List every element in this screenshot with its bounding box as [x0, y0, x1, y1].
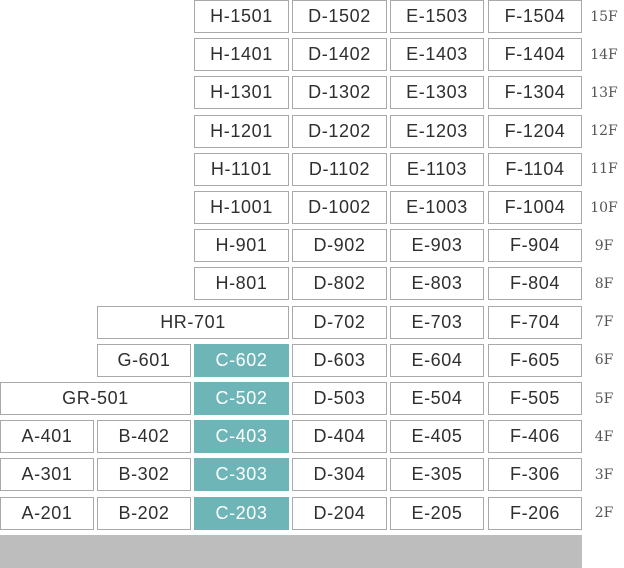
floor-label: 13F — [590, 84, 618, 101]
unit-f-206[interactable]: F-206 — [488, 496, 582, 530]
unit-h-801[interactable]: H-801 — [194, 267, 289, 301]
unit-h-1301[interactable]: H-1301 — [194, 76, 289, 110]
ground-base — [0, 535, 582, 568]
unit-f-704[interactable]: F-704 — [488, 305, 582, 339]
unit-d-1002[interactable]: D-1002 — [292, 191, 387, 224]
unit-d-1202[interactable]: D-1202 — [292, 114, 387, 148]
unit-d-1302[interactable]: D-1302 — [292, 76, 387, 110]
floor-label: 6F — [594, 352, 614, 369]
unit-d-1502[interactable]: D-1502 — [292, 0, 387, 33]
unit-f-904[interactable]: F-904 — [488, 229, 582, 263]
floor-label: 4F — [594, 428, 614, 445]
unit-d-603[interactable]: D-603 — [292, 343, 387, 377]
unit-f-1504[interactable]: F-1504 — [488, 0, 582, 33]
floor-label: 14F — [590, 46, 618, 63]
floor-label: 11F — [590, 161, 618, 178]
floor-label: 15F — [590, 8, 618, 25]
unit-b-202[interactable]: B-202 — [97, 496, 191, 530]
unit-f-1104[interactable]: F-1104 — [488, 152, 582, 186]
unit-e-803[interactable]: E-803 — [390, 267, 484, 301]
unit-e-604[interactable]: E-604 — [390, 343, 484, 377]
unit-e-305[interactable]: E-305 — [390, 458, 484, 492]
floor-label: 2F — [594, 505, 614, 522]
unit-b-302[interactable]: B-302 — [97, 458, 191, 492]
unit-f-505[interactable]: F-505 — [488, 382, 582, 415]
unit-d-1402[interactable]: D-1402 — [292, 38, 387, 72]
unit-d-702[interactable]: D-702 — [292, 305, 387, 339]
floor-label: 7F — [594, 314, 614, 331]
unit-e-1303[interactable]: E-1303 — [390, 76, 484, 110]
unit-f-1004[interactable]: F-1004 — [488, 191, 582, 224]
unit-h-901[interactable]: H-901 — [194, 229, 289, 263]
unit-e-205[interactable]: E-205 — [390, 496, 484, 530]
unit-c-203[interactable]: C-203 — [194, 496, 289, 530]
unit-d-204[interactable]: D-204 — [292, 496, 387, 530]
unit-b-402[interactable]: B-402 — [97, 420, 191, 454]
unit-e-1503[interactable]: E-1503 — [390, 0, 484, 33]
unit-e-903[interactable]: E-903 — [390, 229, 484, 263]
unit-f-406[interactable]: F-406 — [488, 420, 582, 454]
unit-f-306[interactable]: F-306 — [488, 458, 582, 492]
unit-h-1401[interactable]: H-1401 — [194, 38, 289, 72]
floor-label: 12F — [590, 123, 618, 140]
unit-d-902[interactable]: D-902 — [292, 229, 387, 263]
unit-e-1003[interactable]: E-1003 — [390, 191, 484, 224]
unit-g-601[interactable]: G-601 — [97, 343, 191, 377]
unit-f-804[interactable]: F-804 — [488, 267, 582, 301]
unit-e-405[interactable]: E-405 — [390, 420, 484, 454]
unit-d-404[interactable]: D-404 — [292, 420, 387, 454]
unit-e-504[interactable]: E-504 — [390, 382, 484, 415]
unit-e-1403[interactable]: E-1403 — [390, 38, 484, 72]
unit-h-1201[interactable]: H-1201 — [194, 114, 289, 148]
unit-hr-701[interactable]: HR-701 — [97, 305, 289, 339]
unit-a-201[interactable]: A-201 — [0, 496, 94, 530]
unit-d-802[interactable]: D-802 — [292, 267, 387, 301]
unit-d-1102[interactable]: D-1102 — [292, 152, 387, 186]
floor-label: 8F — [594, 275, 614, 292]
unit-f-1304[interactable]: F-1304 — [488, 76, 582, 110]
unit-c-303[interactable]: C-303 — [194, 458, 289, 492]
unit-h-1101[interactable]: H-1101 — [194, 152, 289, 186]
floor-label: 3F — [594, 466, 614, 483]
floor-label: 5F — [594, 390, 614, 407]
unit-e-703[interactable]: E-703 — [390, 305, 484, 339]
unit-d-503[interactable]: D-503 — [292, 382, 387, 415]
unit-d-304[interactable]: D-304 — [292, 458, 387, 492]
unit-f-1404[interactable]: F-1404 — [488, 38, 582, 72]
unit-f-1204[interactable]: F-1204 — [488, 114, 582, 148]
unit-gr-501[interactable]: GR-501 — [0, 382, 191, 415]
unit-c-403[interactable]: C-403 — [194, 420, 289, 454]
unit-c-602[interactable]: C-602 — [194, 343, 289, 377]
floor-label: 10F — [590, 199, 618, 216]
unit-e-1203[interactable]: E-1203 — [390, 114, 484, 148]
unit-e-1103[interactable]: E-1103 — [390, 152, 484, 186]
unit-a-301[interactable]: A-301 — [0, 458, 94, 492]
unit-f-605[interactable]: F-605 — [488, 343, 582, 377]
floor-label: 9F — [594, 237, 614, 254]
unit-c-502[interactable]: C-502 — [194, 382, 289, 415]
unit-h-1501[interactable]: H-1501 — [194, 0, 289, 33]
unit-a-401[interactable]: A-401 — [0, 420, 94, 454]
unit-h-1001[interactable]: H-1001 — [194, 191, 289, 224]
